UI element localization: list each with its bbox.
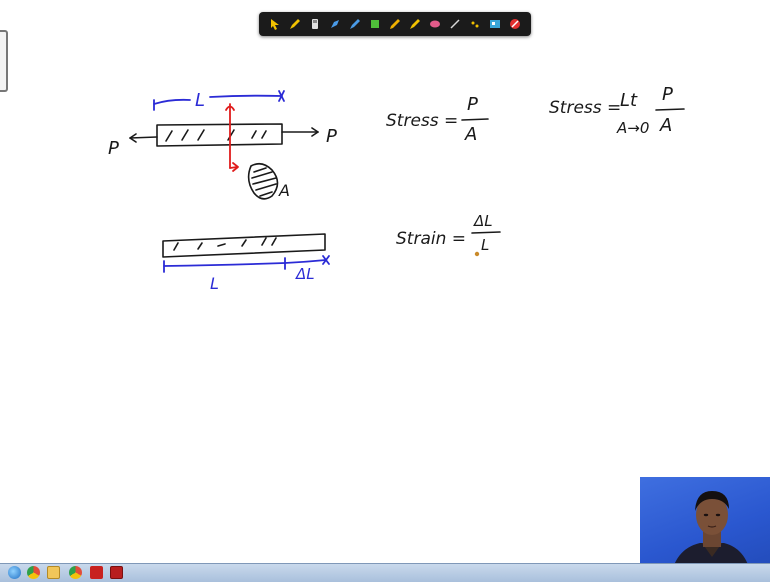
limit-symbol: Lt	[620, 90, 638, 111]
pen-yellow-icon-glyph	[410, 19, 420, 29]
bar-top	[156, 123, 283, 147]
force-label-left: P	[108, 138, 119, 159]
drawing-toolbar	[259, 12, 531, 36]
pen-yellow-icon[interactable]	[408, 17, 422, 31]
color-palette-icon-glyph	[490, 20, 500, 28]
dots-icon-glyph	[471, 21, 479, 28]
strain-numerator: ΔL	[473, 212, 493, 230]
cursor-dot	[474, 251, 480, 257]
taskbar	[0, 563, 770, 582]
acrobat-icon[interactable]	[90, 566, 103, 579]
marker-icon-glyph	[312, 19, 318, 29]
force-label-right: P	[326, 126, 337, 147]
chrome-icon-2[interactable]	[69, 566, 82, 579]
pen-icon-glyph	[290, 19, 300, 29]
force-arrow-left	[129, 133, 158, 143]
bar-bottom	[162, 233, 326, 258]
pencil-icon[interactable]	[388, 17, 402, 31]
strain-fraction-bar	[471, 231, 501, 234]
cross-section-area	[247, 162, 279, 200]
force-arrow-right	[281, 127, 319, 137]
length-label-bottom: L	[210, 274, 219, 293]
browser-icon[interactable]	[8, 566, 21, 579]
side-panel-handle[interactable]	[0, 30, 8, 92]
folder-icon[interactable]	[47, 566, 60, 579]
limit-denominator: A	[659, 115, 672, 136]
clear-icon-glyph	[510, 19, 520, 29]
pen-green-icon[interactable]	[368, 17, 382, 31]
color-palette-icon[interactable]	[488, 17, 502, 31]
pdf-icon[interactable]	[110, 566, 123, 579]
stress-fraction-bar	[461, 118, 489, 121]
marker-icon[interactable]	[308, 17, 322, 31]
pencil-icon-glyph	[390, 19, 400, 29]
chrome-icon[interactable]	[27, 566, 40, 579]
strain-label: Strain =	[396, 229, 466, 249]
strain-denominator: L	[481, 236, 489, 254]
length-label-top: L	[195, 90, 205, 111]
length-dimension-top	[153, 90, 285, 111]
stress-numerator: P	[467, 94, 478, 115]
clear-icon[interactable]	[508, 17, 522, 31]
pointer-icon[interactable]	[268, 17, 282, 31]
eraser-icon[interactable]	[428, 17, 442, 31]
pen-blue-icon-glyph	[350, 19, 360, 29]
area-label: A	[278, 181, 290, 200]
pen-icon[interactable]	[288, 17, 302, 31]
limit-numerator: P	[662, 84, 673, 105]
delta-label-bottom: ΔL	[295, 265, 315, 283]
line-icon[interactable]	[448, 17, 462, 31]
stress-limit-label: Stress =	[549, 98, 621, 118]
limit-subscript: A→0	[616, 119, 649, 137]
pen-blue-icon[interactable]	[348, 17, 362, 31]
pointer-icon-glyph	[271, 19, 279, 30]
stress-denominator: A	[464, 124, 477, 145]
highlighter-icon-glyph	[331, 20, 339, 28]
highlighter-icon[interactable]	[328, 17, 342, 31]
dots-icon[interactable]	[468, 17, 482, 31]
stress-label: Stress =	[386, 111, 458, 131]
eraser-icon-glyph	[430, 20, 440, 28]
length-dimension-bottom	[163, 255, 330, 273]
section-cut-line	[225, 103, 239, 172]
limit-fraction-bar	[655, 108, 685, 111]
line-icon-glyph	[450, 19, 460, 29]
pen-green-icon-glyph	[371, 20, 379, 28]
